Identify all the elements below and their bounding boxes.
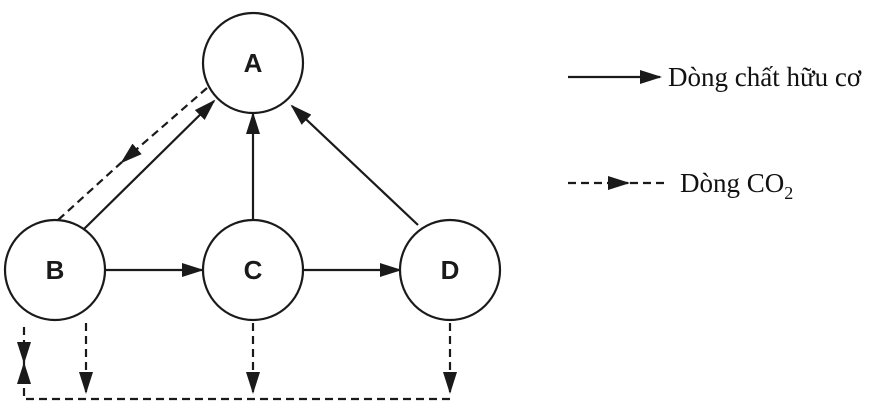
legend-co2-prefix: Dòng CO — [680, 168, 784, 198]
organic-flow-arrows — [83, 99, 419, 277]
node-a-label: A — [244, 48, 263, 78]
dashed-arrow-a-to-b — [120, 87, 208, 164]
node-c: C — [201, 218, 305, 322]
legend-co2-flow-label: Dòng CO2 — [680, 168, 793, 203]
node-d: D — [398, 218, 502, 322]
node-a-circle — [201, 11, 305, 115]
legend-organic-flow-label: Dòng chất hữu cơ — [668, 62, 862, 92]
node-a: A — [201, 11, 305, 115]
node-b-circle — [3, 218, 107, 322]
node-c-circle — [201, 218, 305, 322]
legend-co2-subscript: 2 — [784, 183, 793, 203]
node-b: B — [3, 218, 107, 322]
node-b-label: B — [46, 255, 65, 285]
node-c-label: C — [244, 255, 263, 285]
up-arrowhead-to-b — [17, 362, 31, 384]
dashed-bottom-connector — [22, 360, 450, 401]
arrow-b-to-a — [83, 99, 216, 230]
arrow-d-to-a — [290, 104, 419, 226]
co2-flow-arrows — [17, 87, 457, 401]
dashed-line-b-to-a-lower — [57, 161, 123, 221]
legend: Dòng chất hữu cơ Dòng CO2 — [568, 62, 862, 203]
node-d-label: D — [441, 255, 460, 285]
node-d-circle — [398, 218, 502, 322]
